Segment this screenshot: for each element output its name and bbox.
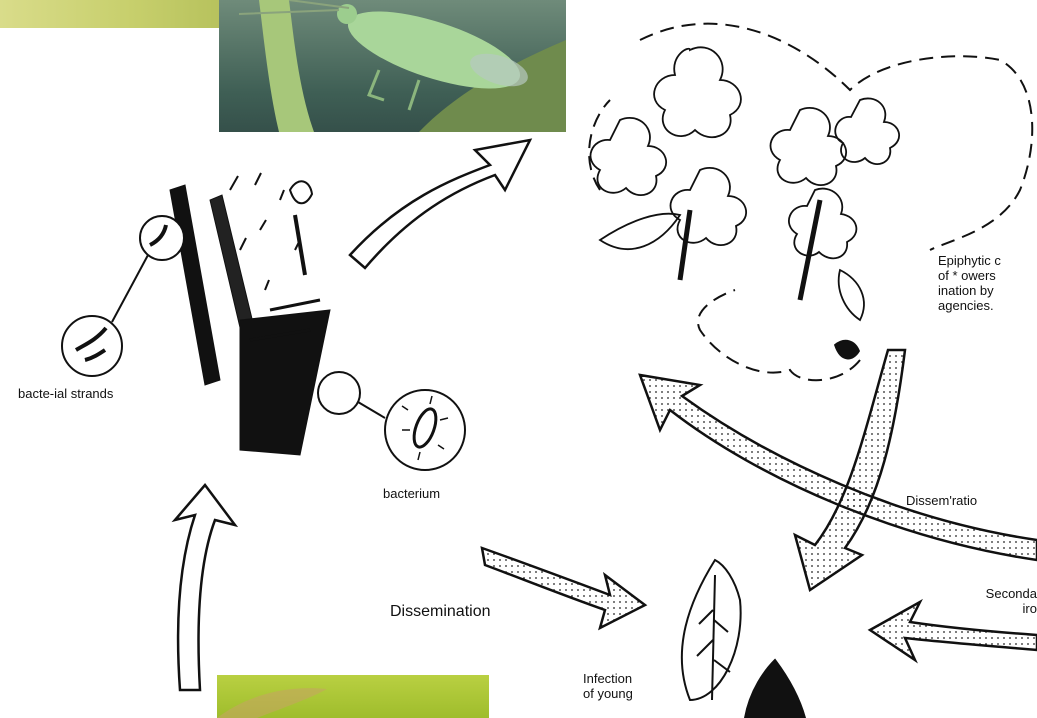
bacterium-magnifier — [318, 372, 465, 470]
label-epiphytic: Epiphytic c of * owers ination by agenci… — [938, 254, 1001, 314]
label-bacterium: bacterium — [383, 487, 440, 502]
bacterial-strands-magnifier — [62, 216, 184, 376]
canker-bark-drawing — [170, 173, 330, 455]
label-bacterial-strands: bacte-ial strands — [18, 387, 113, 402]
label-dissemination: Dissemination — [390, 603, 490, 621]
arrow-up-left — [175, 485, 235, 690]
arrow-dissemination — [482, 548, 645, 628]
apple-blossoms — [591, 47, 900, 358]
arrow-down-right — [795, 350, 905, 590]
young-leaf — [682, 560, 805, 718]
label-infection-young: Infection of young — [583, 672, 633, 702]
flower-cluster-outline — [589, 24, 1032, 381]
arrow-to-flowers — [350, 140, 530, 268]
label-dissemination-right: Dissem'ratio — [906, 494, 977, 509]
label-secondary: Seconda iro — [955, 587, 1037, 617]
